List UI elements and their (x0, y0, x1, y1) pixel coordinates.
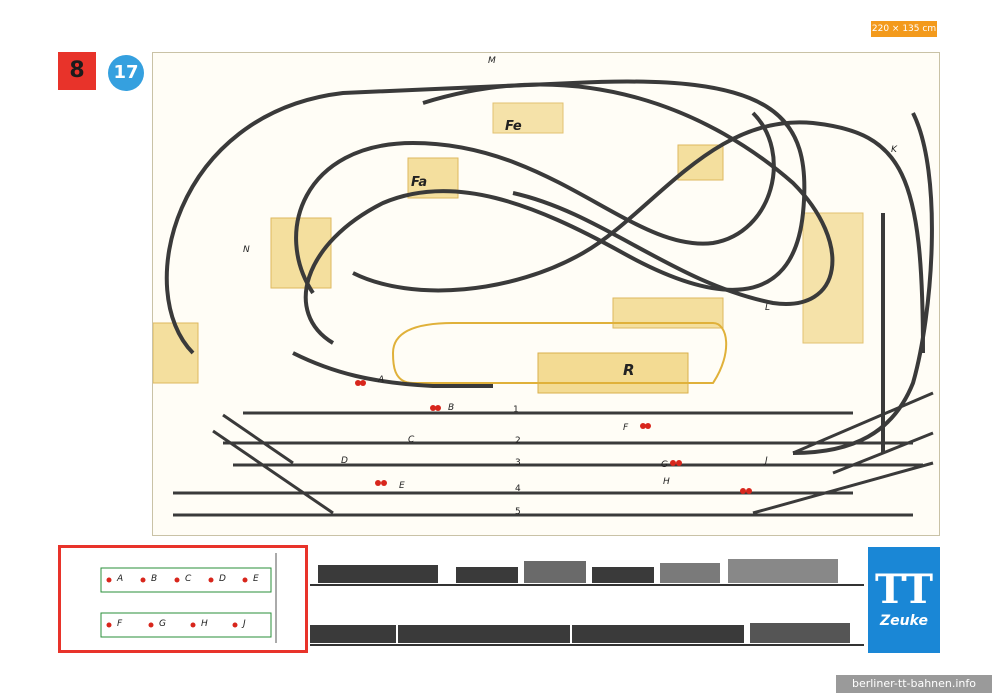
boxcar-2 (524, 561, 586, 583)
signal-label-b: B (448, 403, 455, 413)
signal-label-h: H (663, 477, 670, 487)
signal-control-panel: A B C D E F G H J (58, 545, 308, 653)
track-number-5: 5 (515, 507, 521, 517)
track-number-2: 2 (515, 436, 521, 446)
panel-label-d: D (219, 574, 226, 584)
tt-mark: TT (874, 566, 934, 613)
track-plan-drawing (153, 79, 934, 517)
signal-label-k: K (891, 145, 897, 155)
tank-car (660, 563, 720, 583)
website-watermark: berliner-tt-bahnen.info (836, 675, 992, 693)
zeuke-logo: TT Zeuke (868, 547, 940, 653)
signal-label-m: M (488, 56, 496, 66)
boxcar-1 (456, 567, 518, 583)
station-tracks (173, 384, 934, 517)
passenger-coach-3 (572, 625, 744, 643)
signal-label-j: J (765, 456, 768, 466)
signal-label-a: A (378, 375, 385, 385)
track-plan-board: Fe Fa R 1 2 3 4 5 A B C D E F G H J K L … (152, 52, 940, 536)
rolling-stock-strip (310, 545, 864, 657)
plan-number-badge: 8 (58, 52, 96, 90)
station-label-r: R (623, 361, 635, 379)
panel-label-h: H (201, 619, 208, 629)
passenger-coach-1 (310, 625, 396, 643)
layout-size-badge: 220 × 135 cm (871, 21, 937, 37)
panel-label-j: J (243, 619, 246, 629)
panel-label-g: G (159, 619, 166, 629)
signal-markers (355, 380, 752, 494)
panel-label-c: C (185, 574, 192, 584)
rolling-stock-drawing (310, 559, 864, 646)
page-number-badge: 17 (108, 55, 144, 91)
signal-label-d: D (341, 456, 348, 466)
signal-label-f: F (623, 423, 629, 433)
electric-locomotive (318, 565, 438, 583)
signal-label-g: G (661, 460, 668, 470)
electric-locomotive-2 (750, 623, 850, 643)
signal-label-e: E (399, 481, 405, 491)
track-number-1: 1 (513, 405, 519, 415)
panel-label-e: E (253, 574, 259, 584)
signal-label-n: N (243, 245, 250, 255)
track-number-4: 4 (515, 484, 521, 494)
signal-label-l: L (765, 303, 771, 313)
passenger-coach-2 (398, 625, 570, 643)
station-label-fa: Fa (411, 175, 428, 190)
scenery-buildings (153, 102, 864, 394)
signal-label-c: C (408, 435, 415, 445)
boxcar-3 (592, 567, 654, 583)
station-label-fe: Fe (505, 119, 522, 134)
hopper-car (728, 559, 838, 583)
signal-panel-drawing (100, 553, 277, 643)
panel-label-b: B (151, 574, 158, 584)
panel-label-f: F (117, 619, 123, 629)
track-number-3: 3 (515, 458, 521, 468)
panel-label-a: A (117, 574, 124, 584)
brand-name: Zeuke (880, 613, 928, 629)
